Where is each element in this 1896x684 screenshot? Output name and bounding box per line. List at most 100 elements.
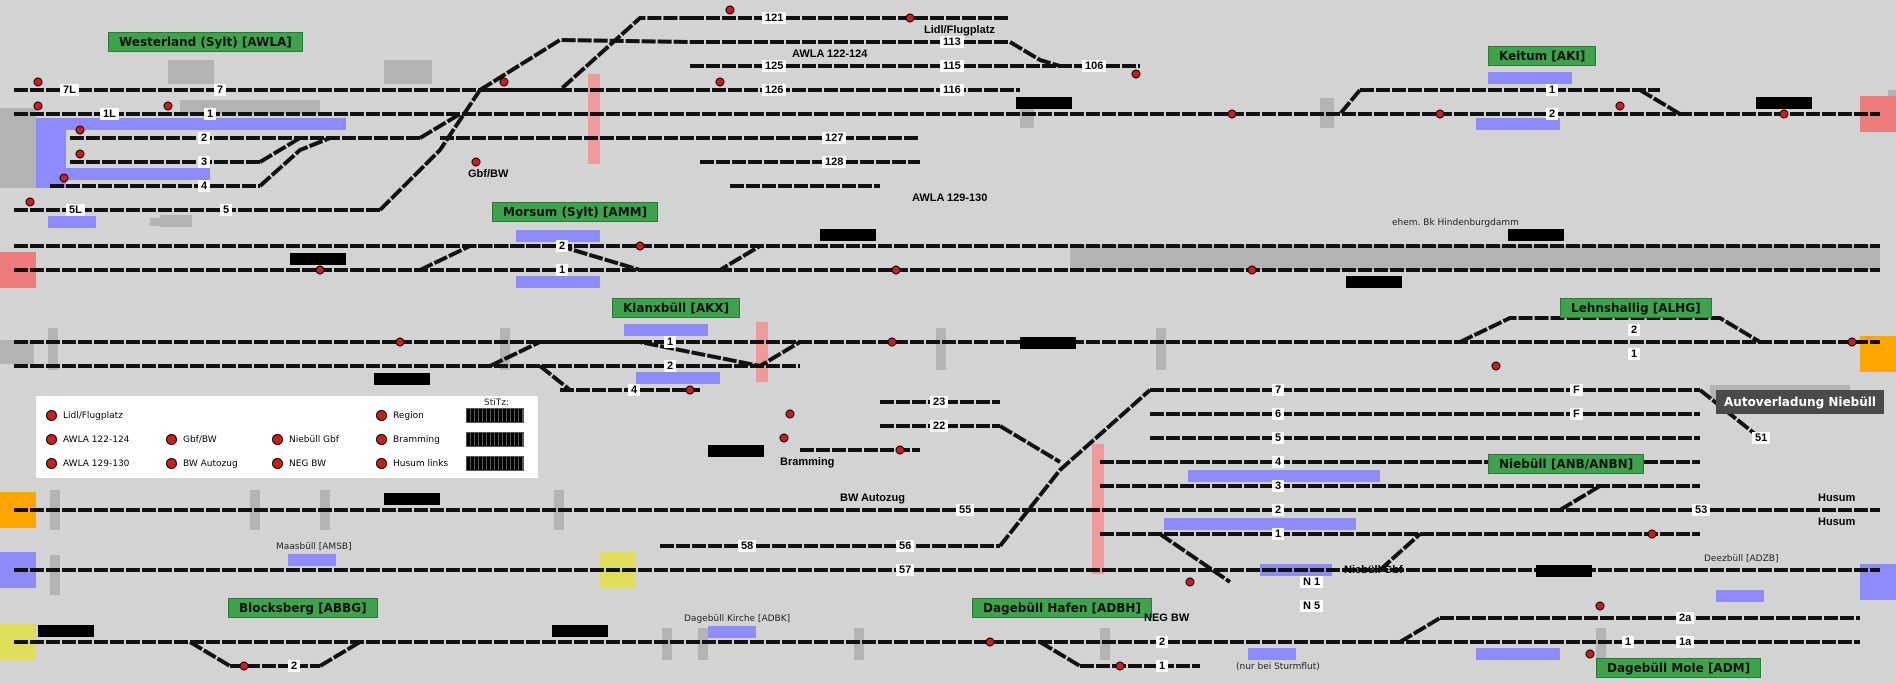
label-hindenburg: ehem. Bk Hindenburgdamm <box>1392 218 1519 228</box>
station-blocksberg: Blocksberg [ABBG] <box>228 598 378 618</box>
legend-item[interactable]: Region <box>376 410 424 421</box>
track-label: 127 <box>822 132 847 144</box>
station-niebull: Niebüll [ANB/ANBN] <box>1488 454 1645 474</box>
label-awla-129: AWLA 129-130 <box>912 192 988 204</box>
legend-item[interactable]: Gbf/BW <box>166 434 217 445</box>
track-label: 1L <box>100 108 119 120</box>
train-displays[interactable] <box>38 97 1812 637</box>
legend-item[interactable]: NEG BW <box>272 458 326 469</box>
track-label: F <box>1570 384 1583 396</box>
label-deezbull: Deezbüll [ADZB] <box>1704 554 1779 564</box>
legend-item[interactable]: Husum links <box>376 458 448 469</box>
track-label: 2 <box>198 132 211 144</box>
track-label: 2 <box>1628 324 1641 336</box>
track-label: 4 <box>1272 456 1285 468</box>
signal-icon <box>166 458 177 469</box>
track-label: 58 <box>738 540 757 552</box>
signal-icon <box>376 410 387 421</box>
legend-item[interactable]: Niebüll Gbf <box>272 434 339 445</box>
track-label: 2a <box>1676 612 1695 624</box>
track-label: 116 <box>940 84 964 96</box>
label-niebull-gbf: Niebüll Gbf <box>1344 564 1403 576</box>
track-label: 55 <box>956 504 975 516</box>
signal-icon <box>46 410 57 421</box>
signal-icon <box>376 434 387 445</box>
label-awla-122: AWLA 122-124 <box>792 48 868 60</box>
legend-item[interactable]: BW Autozug <box>166 458 238 469</box>
track-label: 115 <box>940 60 964 72</box>
track-label: 3 <box>1272 480 1285 492</box>
legend-item[interactable]: Lidl/Flugplatz <box>46 410 123 421</box>
track-label: 22 <box>930 420 949 432</box>
track-label: 121 <box>762 12 787 24</box>
track-label: 1 <box>1546 84 1559 96</box>
legend-item[interactable]: Bramming <box>376 434 440 445</box>
track-label: 5 <box>220 204 233 216</box>
track-label: 106 <box>1082 60 1107 72</box>
label-dagebull-kirche: Dagebüll Kirche [ADBK] <box>684 614 791 624</box>
signal-icon <box>272 434 283 445</box>
track-label: 128 <box>822 156 847 168</box>
station-morsum: Morsum (Sylt) [AMM] <box>492 202 659 222</box>
legend-item[interactable]: AWLA 122-124 <box>46 434 129 445</box>
legend-display <box>466 432 524 447</box>
track-label: 125 <box>762 60 787 72</box>
legend-panel: StiTz: Lidl/Flugplatz AWLA 122-124 AWLA … <box>36 396 538 478</box>
track-label: 3 <box>198 156 211 168</box>
station-lehnshallig: Lehnshallig [ALHG] <box>1560 298 1712 318</box>
station-keitum: Keitum [AKI] <box>1488 46 1597 66</box>
legend-title: StiTz: <box>484 398 509 408</box>
track-label: 2 <box>1156 636 1169 648</box>
track-label: 1 <box>664 336 677 348</box>
label-bramming: Bramming <box>780 456 835 468</box>
track-label: 51 <box>1752 432 1771 444</box>
track-label: 1 <box>1628 348 1641 360</box>
track-label: 2 <box>1546 108 1559 120</box>
legend-display <box>466 408 524 423</box>
station-dagebull-hafen: Dagebüll Hafen [ADBH] <box>972 598 1152 618</box>
station-dagebull-mole: Dagebüll Mole [ADM] <box>1596 658 1762 678</box>
track-label: 1 <box>1272 528 1285 540</box>
track-label: 5 <box>1272 432 1285 444</box>
track-label: 56 <box>896 540 915 552</box>
track-label: 1 <box>204 108 217 120</box>
track-label: 7 <box>1272 384 1285 396</box>
track-label: 23 <box>930 396 949 408</box>
station-westerland: Westerland (Sylt) [AWLA] <box>108 32 303 52</box>
label-gbf: Gbf/BW <box>468 168 509 180</box>
station-klanxbull: Klanxbüll [AKX] <box>612 298 741 318</box>
label-husum-1: Husum <box>1818 492 1856 504</box>
label-maasbull: Maasbüll [AMSB] <box>276 542 352 552</box>
signal-icon <box>272 458 283 469</box>
track-label: 1 <box>1156 660 1169 672</box>
track-label: 5L <box>66 204 85 216</box>
track-label: 4 <box>198 180 211 192</box>
label-lidl: Lidl/Flugplatz <box>924 24 995 36</box>
track-label: 1 <box>1622 636 1635 648</box>
track-label: 7 <box>214 84 227 96</box>
track-label: F <box>1570 408 1583 420</box>
label-husum-2: Husum <box>1818 516 1856 528</box>
track-label: 7L <box>60 84 79 96</box>
tracks[interactable] <box>14 16 1880 668</box>
track-label: 1a <box>1676 636 1695 648</box>
track-label: 6 <box>1272 408 1285 420</box>
track-label: 2 <box>556 240 569 252</box>
track-label: 4 <box>628 384 641 396</box>
track-label: 57 <box>896 564 915 576</box>
signal-icon <box>376 458 387 469</box>
track-label: N 5 <box>1300 600 1324 612</box>
route-indicators <box>36 72 1764 660</box>
track-label: 113 <box>940 36 964 48</box>
signals[interactable] <box>25 5 1857 671</box>
label-sturmflut: (nur bei Sturmflut) <box>1236 662 1320 672</box>
track-label: 53 <box>1692 504 1711 516</box>
signal-icon <box>46 434 57 445</box>
track-label: N 1 <box>1300 576 1324 588</box>
signal-icon <box>166 434 177 445</box>
track-label: 126 <box>762 84 787 96</box>
track-label: 2 <box>664 360 677 372</box>
track-label: 2 <box>1272 504 1285 516</box>
legend-item[interactable]: AWLA 129-130 <box>46 458 129 469</box>
